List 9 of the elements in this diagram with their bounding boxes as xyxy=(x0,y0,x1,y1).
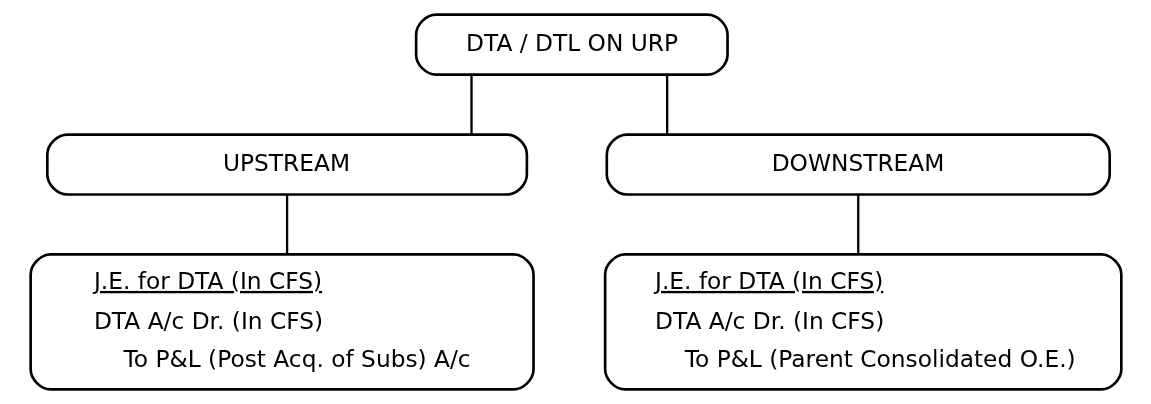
node-box: DTA / DTL ON URP xyxy=(414,13,729,76)
connector xyxy=(469,74,473,134)
node-box: J.E. for DTA (In CFS) DTA A/c Dr. (In CFS) To P&L (Parent Consolidated O.E.) xyxy=(603,253,1123,391)
connector xyxy=(856,194,859,254)
connector xyxy=(285,194,288,254)
node-box: J.E. for DTA (In CFS) DTA A/c Dr. (In CFS) To P&L (Post Acq. of Subs) A/c xyxy=(28,253,535,391)
connector xyxy=(665,74,668,134)
node-box: DOWNSTREAM xyxy=(604,133,1111,196)
node-box: UPSTREAM xyxy=(45,133,528,196)
